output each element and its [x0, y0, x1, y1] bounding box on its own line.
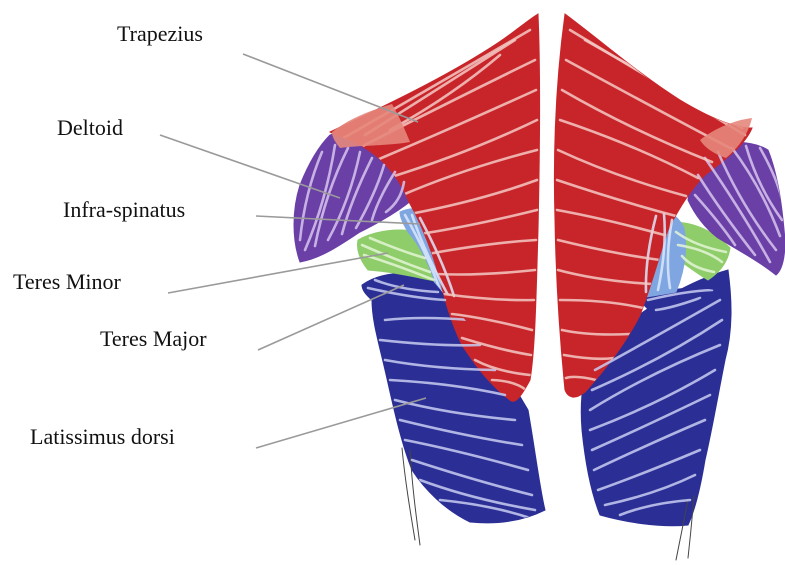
- labels: Trapezius Deltoid Infra-spinatus Teres M…: [13, 21, 207, 449]
- label-latissimus-dorsi: Latissimus dorsi: [30, 424, 175, 449]
- label-deltoid: Deltoid: [57, 115, 123, 140]
- label-teres-minor: Teres Minor: [13, 269, 121, 294]
- label-teres-major: Teres Major: [100, 326, 207, 351]
- label-infraspinatus: Infra-spinatus: [63, 197, 185, 222]
- leader-trapezius: [243, 54, 418, 122]
- label-trapezius: Trapezius: [117, 21, 203, 46]
- leader-teres-minor: [168, 253, 388, 293]
